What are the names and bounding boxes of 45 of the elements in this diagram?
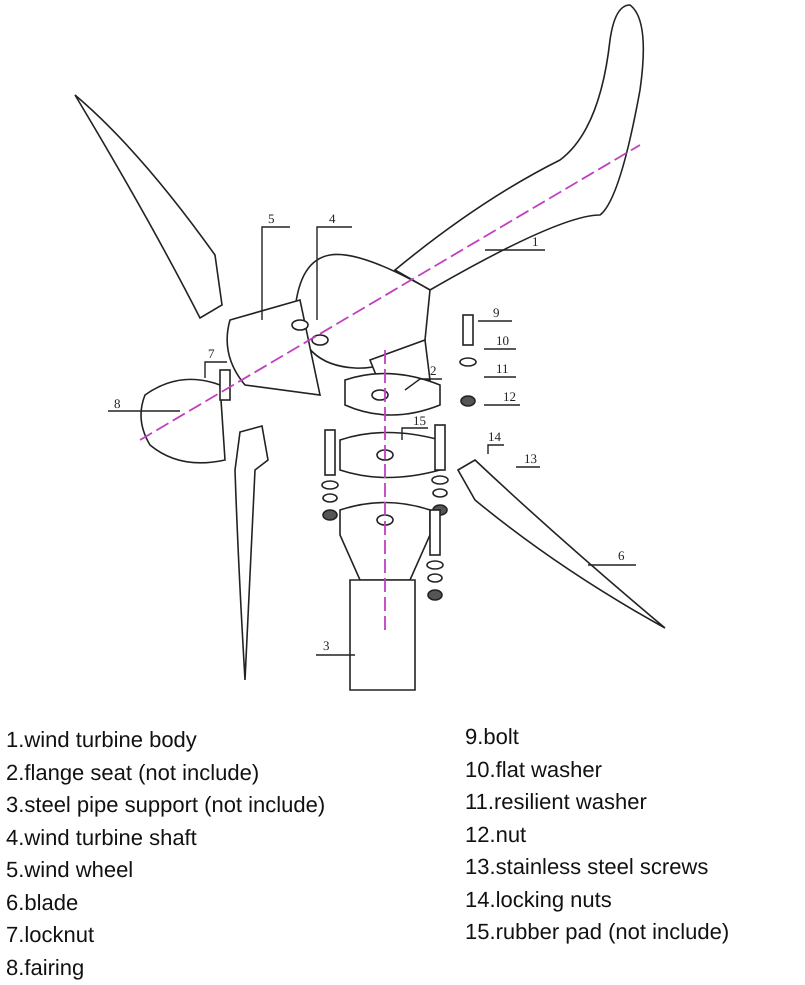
leader-line bbox=[108, 410, 180, 412]
leader-line bbox=[404, 378, 442, 391]
parts-list-item: 9.bolt bbox=[465, 724, 519, 750]
parts-list-item: 14.locking nuts bbox=[465, 886, 612, 912]
callout-number: 4 bbox=[329, 212, 336, 226]
parts-list-item: 3.steel pipe support (not include) bbox=[6, 792, 326, 818]
parts-list-item: 8.fairing bbox=[6, 954, 84, 980]
leader-line bbox=[261, 226, 290, 320]
parts-list-item: 13.stainless steel screws bbox=[465, 854, 708, 880]
callout-number: 14 bbox=[488, 430, 501, 444]
leader-line bbox=[316, 226, 352, 320]
callout-number: 1 bbox=[532, 235, 538, 249]
callout-number: 9 bbox=[493, 306, 500, 320]
leader-line bbox=[484, 404, 520, 406]
parts-list-item: 6.blade bbox=[6, 890, 78, 916]
callout-number: 5 bbox=[268, 212, 274, 226]
parts-list-item: 15.rubber pad (not include) bbox=[465, 919, 730, 945]
callout-number: 13 bbox=[524, 452, 537, 466]
callout-number: 11 bbox=[496, 362, 509, 376]
callout-number: 6 bbox=[618, 549, 624, 563]
leader-line bbox=[484, 348, 516, 350]
parts-list-item: 4.wind turbine shaft bbox=[6, 824, 197, 850]
leader-line bbox=[204, 361, 227, 378]
callout-number: 2 bbox=[430, 364, 436, 378]
leader-line bbox=[485, 249, 545, 251]
leader-line bbox=[478, 320, 512, 322]
callout-number: 8 bbox=[114, 397, 120, 411]
callout-number: 7 bbox=[208, 347, 214, 361]
callout-number: 15 bbox=[413, 414, 426, 428]
leader-line bbox=[401, 427, 428, 440]
parts-list-item: 11.resilient washer bbox=[465, 789, 647, 815]
callout-number: 12 bbox=[503, 390, 516, 404]
parts-list-item: 7.locknut bbox=[6, 922, 94, 948]
leader-line bbox=[588, 564, 636, 566]
parts-list-item: 10.flat washer bbox=[465, 756, 602, 782]
parts-list-item: 12.nut bbox=[465, 822, 526, 848]
parts-list-item: 2.flange seat (not include) bbox=[6, 760, 260, 786]
leader-line bbox=[484, 376, 516, 378]
leader-line bbox=[487, 444, 504, 454]
leader-line bbox=[516, 466, 540, 468]
parts-list-item: 5.wind wheel bbox=[6, 857, 134, 883]
parts-list-item: 1.wind turbine body bbox=[6, 727, 197, 753]
callout-number: 10 bbox=[496, 334, 509, 348]
leader-line bbox=[316, 654, 355, 656]
callout-number: 3 bbox=[323, 639, 330, 653]
